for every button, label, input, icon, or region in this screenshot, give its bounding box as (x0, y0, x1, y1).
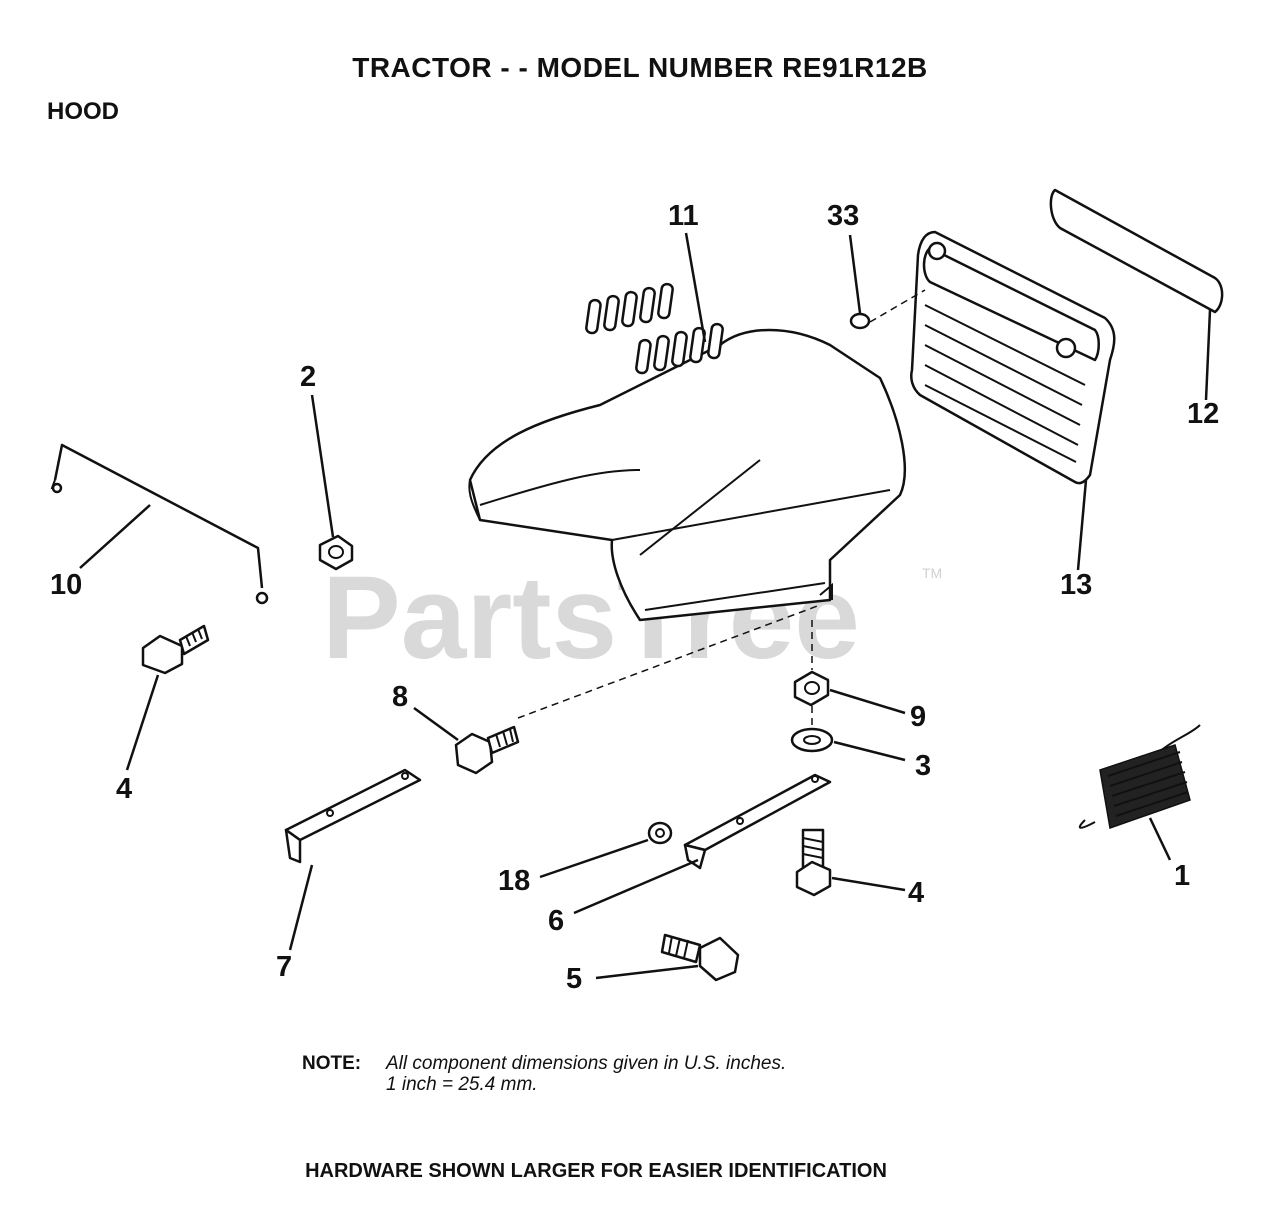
leader-11 (684, 232, 707, 343)
part-3-washer (790, 727, 834, 753)
diagram-title: TRACTOR - - MODEL NUMBER RE91R12B (352, 52, 928, 83)
callout-9: 9 (910, 701, 926, 733)
callout-10: 10 (50, 569, 82, 601)
leader-2 (310, 394, 335, 538)
leader-4-right (831, 876, 906, 892)
leader-6 (573, 858, 699, 915)
callout-6: 6 (548, 905, 564, 937)
leader-8 (413, 706, 459, 742)
callout-5: 5 (566, 963, 582, 995)
callout-3: 3 (915, 750, 931, 782)
hood-vents (585, 282, 724, 375)
leader-13 (1076, 479, 1088, 571)
leader-12 (1204, 309, 1212, 401)
callout-4-left: 4 (116, 773, 132, 805)
callout-1: 1 (1174, 860, 1190, 892)
note-label: NOTE: (302, 1053, 362, 1074)
section-label: HOOD (47, 98, 119, 125)
leader-5 (595, 964, 699, 980)
callout-2: 2 (300, 361, 316, 393)
leader-33 (848, 234, 862, 314)
part-12-grille-insert (1049, 188, 1224, 314)
callout-13: 13 (1060, 569, 1092, 601)
part-6-bracket (683, 773, 832, 870)
part-4-bolt-right (795, 828, 832, 897)
leader-7 (288, 864, 314, 951)
callout-12: 12 (1187, 398, 1219, 430)
part-8-bolt (454, 725, 520, 775)
callout-18: 18 (498, 865, 530, 897)
callout-4-right: 4 (908, 877, 924, 909)
callout-11: 11 (668, 200, 699, 232)
part-11-hood (468, 282, 906, 622)
watermark-trademark: TM (922, 565, 942, 581)
part-13-grille (910, 230, 1116, 485)
part-10-rod (50, 443, 269, 605)
leader-3 (833, 740, 906, 762)
leader-4-left (125, 674, 160, 771)
part-33-plug (849, 312, 871, 330)
callout-7: 7 (276, 951, 292, 983)
leader-33-dashed (869, 289, 926, 323)
part-1-spring (1078, 724, 1201, 830)
leader-10 (79, 504, 151, 569)
part-2-nut (318, 534, 354, 571)
leader-18 (539, 838, 649, 879)
leader-8-dashed (517, 604, 821, 719)
part-9-nut (793, 670, 830, 707)
leader-9 (829, 688, 906, 715)
part-18-washer (647, 821, 673, 845)
callout-33: 33 (827, 200, 859, 232)
hardware-footnote: HARDWARE SHOWN LARGER FOR EASIER IDENTIF… (305, 1160, 887, 1182)
part-7-bracket (284, 768, 422, 864)
leader-1 (1148, 817, 1172, 861)
callout-8: 8 (392, 681, 408, 713)
part-4-bolt-left (141, 624, 210, 675)
note-line-2: 1 inch = 25.4 mm. (386, 1074, 538, 1095)
part-5-bolt (660, 933, 740, 982)
dimension-note: NOTE: All component dimensions given in U… (302, 1053, 786, 1095)
note-line-1: All component dimensions given in U.S. i… (386, 1053, 787, 1074)
